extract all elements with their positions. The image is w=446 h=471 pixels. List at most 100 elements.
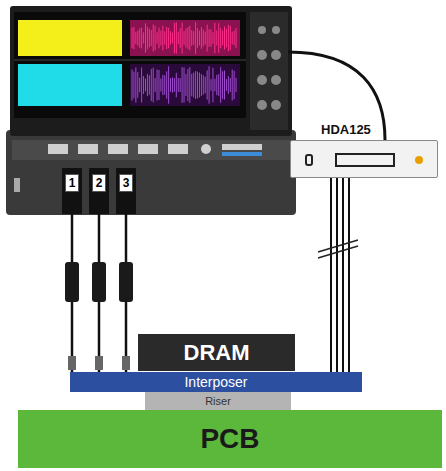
noise-stroke — [232, 69, 233, 100]
callout-number: 2 — [92, 174, 107, 192]
noise-stroke — [151, 30, 152, 46]
noise-stroke — [162, 26, 163, 51]
noise-stroke — [185, 74, 186, 96]
yellow-trace — [18, 20, 122, 56]
interposer-band: Interposer — [70, 372, 362, 392]
noise-stroke — [155, 78, 156, 92]
noise-stroke — [224, 71, 225, 100]
noise-stroke — [184, 31, 185, 45]
scope-screen — [14, 12, 246, 118]
noise-stroke — [147, 74, 148, 96]
noise-stroke — [226, 79, 227, 91]
noise-stroke — [195, 71, 196, 99]
noise-stroke — [141, 28, 142, 49]
noise-stroke — [151, 69, 152, 101]
noise-stroke — [178, 32, 179, 44]
noise-stroke — [149, 29, 150, 48]
noise-stroke — [164, 31, 165, 44]
noise-stroke — [199, 73, 200, 98]
riser-band: Riser — [145, 392, 291, 410]
pcb-band: PCB — [18, 410, 442, 468]
status-led — [415, 156, 423, 164]
magenta-noise — [132, 22, 236, 54]
noise-stroke — [157, 32, 158, 43]
noise-stroke — [180, 78, 181, 92]
noise-stroke — [145, 23, 146, 52]
noise-stroke — [197, 72, 198, 99]
noise-stroke — [216, 31, 217, 46]
noise-stroke — [220, 28, 221, 48]
noise-stroke — [166, 27, 167, 49]
noise-stroke — [236, 28, 237, 48]
noise-stroke — [232, 32, 233, 45]
magenta-trace — [130, 20, 240, 56]
noise-stroke — [211, 79, 212, 91]
node-label: Riser — [205, 395, 231, 407]
noise-stroke — [158, 70, 159, 100]
cable — [288, 52, 385, 140]
noise-stroke — [203, 29, 204, 46]
noise-stroke — [162, 75, 163, 95]
noise-stroke — [170, 31, 171, 45]
wire — [348, 178, 350, 372]
noise-stroke — [212, 68, 213, 102]
noise-stroke — [182, 22, 183, 53]
noise-stroke — [170, 78, 171, 92]
noise-stroke — [178, 78, 179, 92]
noise-stroke — [201, 27, 202, 49]
noise-stroke — [191, 74, 192, 96]
wire-break-marks — [318, 240, 358, 258]
probe-connector: 2 — [89, 168, 109, 214]
noise-stroke — [133, 72, 134, 99]
noise-stroke — [147, 27, 148, 50]
noise-stroke — [224, 26, 225, 49]
noise-stroke — [174, 23, 175, 54]
noise-stroke — [214, 23, 215, 53]
noise-stroke — [222, 71, 223, 99]
noise-stroke — [230, 78, 231, 92]
noise-stroke — [132, 28, 133, 49]
wire — [336, 178, 338, 372]
noise-stroke — [207, 70, 208, 99]
knobs — [257, 26, 281, 110]
noise-stroke — [197, 28, 198, 48]
noise-stroke — [166, 71, 167, 98]
noise-stroke — [189, 26, 190, 51]
noise-stroke — [168, 28, 169, 49]
noise-stroke — [184, 68, 185, 103]
noise-stroke — [137, 72, 138, 98]
connector — [331, 178, 349, 372]
probe-connector: 1 — [62, 168, 82, 214]
noise-stroke — [149, 75, 150, 94]
noise-stroke — [189, 67, 190, 103]
cyan-trace — [18, 64, 122, 106]
wire — [342, 178, 344, 372]
noise-stroke — [164, 75, 165, 94]
noise-stroke — [209, 66, 210, 103]
control-panel — [250, 12, 288, 130]
noise-stroke — [137, 30, 138, 45]
node-label: DRAM — [184, 340, 250, 366]
noise-stroke — [153, 68, 154, 103]
noise-stroke — [143, 32, 144, 43]
noise-stroke — [182, 67, 183, 103]
noise-stroke — [226, 29, 227, 48]
probe-amplifier — [65, 262, 133, 302]
noise-stroke — [220, 67, 221, 103]
noise-stroke — [228, 25, 229, 52]
noise-stroke — [191, 30, 192, 46]
noise-stroke — [153, 24, 154, 51]
noise-stroke — [203, 75, 204, 94]
callout-number: 1 — [65, 174, 80, 192]
noise-stroke — [176, 73, 177, 97]
noise-stroke — [236, 78, 237, 92]
connector-slot — [335, 153, 395, 167]
noise-stroke — [135, 32, 136, 44]
noise-stroke — [209, 29, 210, 46]
screen-divider — [14, 60, 246, 61]
noise-stroke — [212, 32, 213, 43]
noise-stroke — [218, 74, 219, 96]
noise-stroke — [228, 76, 229, 94]
noise-stroke — [205, 31, 206, 44]
noise-stroke — [193, 31, 194, 44]
